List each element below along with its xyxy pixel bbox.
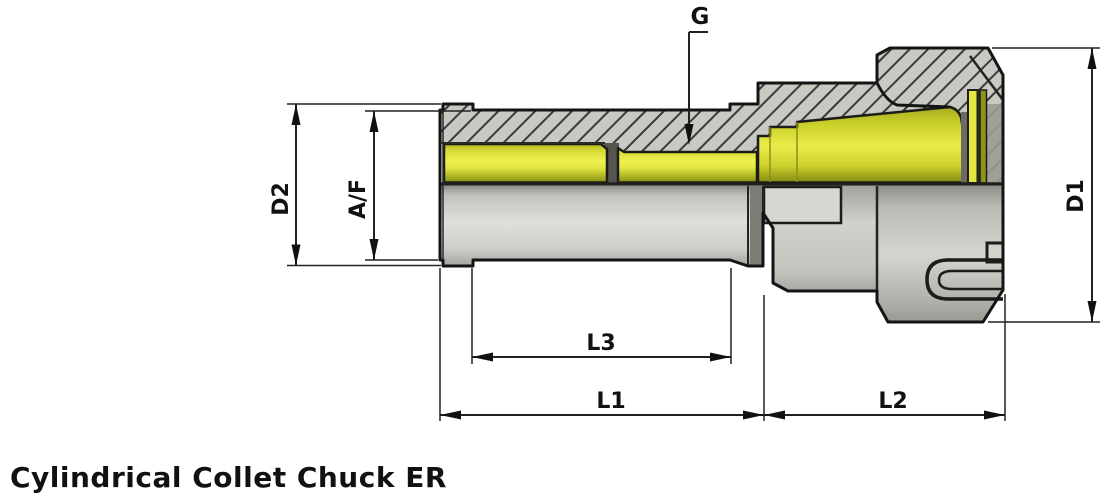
- part-outline: [438, 46, 1005, 324]
- label-length-L3: L3: [586, 331, 615, 356]
- neck-groove: [750, 186, 763, 266]
- exterior-lower-half: [440, 185, 1005, 322]
- thread-band-2: [616, 146, 759, 184]
- label-across-flats: A/F: [346, 179, 371, 219]
- nut-body-boundary: [875, 82, 951, 109]
- collet-nose-gap: [961, 112, 968, 183]
- label-diameter-D1: D1: [1064, 179, 1089, 213]
- collet-front-rim: [967, 89, 988, 184]
- thread-band-1: [442, 142, 609, 184]
- drawing-title: Cylindrical Collet Chuck ER: [10, 461, 447, 494]
- label-length-L1: L1: [596, 389, 625, 414]
- label-diameter-D2: D2: [269, 182, 294, 216]
- nut-body: [877, 186, 1003, 322]
- label-length-L2: L2: [878, 389, 907, 414]
- collar-flat-panel: [762, 185, 843, 225]
- dimension-arrowheads: [291, 48, 1097, 420]
- dimension-graphics: [287, 31, 1100, 421]
- label-thread-G: G: [691, 4, 710, 30]
- collet-step-lines: [769, 122, 798, 182]
- shank-cylinder: [440, 186, 750, 266]
